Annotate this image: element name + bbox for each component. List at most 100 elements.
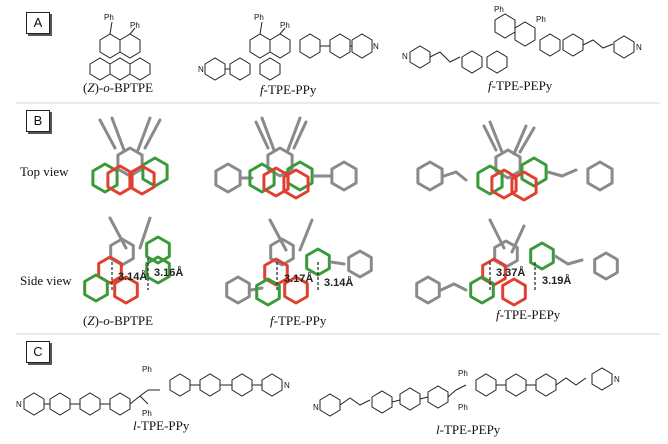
distance-markers	[111, 258, 536, 292]
red-ring	[128, 164, 156, 196]
bond	[260, 116, 276, 152]
phenyl-label: Ph	[104, 13, 114, 22]
molecule-name: (Z)-o-BPTPE	[83, 80, 154, 95]
bond	[329, 260, 346, 266]
red-ring	[113, 275, 139, 305]
distance-label: 3.19Å	[542, 274, 571, 287]
bond	[292, 120, 308, 150]
phenyl-label: Ph	[458, 369, 468, 378]
bond	[136, 116, 152, 152]
bond	[546, 170, 564, 178]
panel-label-c: C	[26, 341, 50, 363]
red-ring	[282, 168, 310, 200]
green-ring	[91, 162, 119, 194]
green-ring	[145, 255, 171, 285]
phenyl-label: Ph	[280, 21, 290, 30]
ring	[269, 237, 295, 267]
row-label-side-view: Side view	[20, 273, 72, 288]
green-ring	[529, 241, 555, 271]
bond	[482, 124, 498, 152]
phenyl-label: Ph	[130, 21, 140, 30]
phenyl-label: Ph	[536, 15, 546, 24]
ring	[593, 251, 619, 281]
structure-l-tpe-ppy	[23, 373, 283, 416]
bond	[286, 116, 302, 152]
red-ring	[510, 170, 538, 202]
ring	[493, 239, 519, 269]
bond	[488, 120, 504, 154]
structure-f-tpe-ppy	[204, 21, 373, 81]
structure-z-o-bptpe	[89, 21, 151, 81]
red-ring	[501, 277, 527, 307]
green-ring	[286, 160, 314, 192]
row-label-top-view: Top view	[20, 164, 69, 179]
red-ring	[97, 255, 123, 285]
nitrogen-label: N	[402, 52, 408, 61]
distance-label: 3.14Å	[324, 276, 353, 289]
bond	[110, 116, 126, 152]
distance-label: 3.17Å	[284, 272, 313, 285]
bond	[553, 254, 570, 266]
bond	[108, 216, 128, 250]
molecule-name: f-TPE-PPy	[270, 313, 327, 328]
bond	[560, 168, 578, 178]
top-view-models	[91, 116, 614, 202]
nitrogen-label: N	[614, 375, 620, 384]
structure-l-tpe-pepy	[319, 367, 613, 417]
molecule-name: f-TPE-PEPy	[496, 307, 561, 322]
bond	[439, 282, 456, 292]
nitrogen-label: N	[198, 65, 204, 74]
bond	[268, 218, 288, 252]
distance-label: 3.14Å	[118, 270, 147, 283]
bond	[143, 118, 162, 150]
ring	[494, 148, 522, 180]
bond	[566, 258, 584, 266]
green-ring	[248, 162, 276, 194]
molecule-name: l-TPE-PEPy	[436, 422, 501, 437]
nitrogen-label: N	[636, 43, 642, 52]
ring	[214, 162, 242, 194]
bond	[442, 170, 458, 178]
nitrogen-label: N	[284, 381, 290, 390]
red-ring	[283, 275, 309, 305]
phenyl-label: Ph	[494, 5, 504, 14]
bond	[138, 216, 152, 250]
ring	[586, 160, 614, 192]
structure-f-tpe-pepy	[409, 13, 635, 74]
bond	[510, 224, 526, 254]
phenyl-label: Ph	[142, 409, 152, 418]
nitrogen-label: N	[373, 42, 379, 51]
nitrogen-label: N	[16, 400, 22, 409]
bond	[298, 218, 314, 252]
green-ring	[520, 156, 548, 188]
bond	[98, 118, 117, 150]
distance-label: 3.37Å	[496, 266, 525, 279]
ring	[266, 146, 294, 178]
molecule-name: f-TPE-PEPy	[488, 78, 553, 93]
green-ring	[83, 273, 109, 303]
ring	[330, 160, 358, 192]
bond	[454, 170, 468, 182]
distance-label: 3.16Å	[154, 266, 183, 279]
bond	[452, 282, 468, 292]
bond	[254, 120, 270, 150]
ring	[416, 160, 444, 192]
phenyl-label: Ph	[254, 13, 264, 22]
bond	[512, 124, 528, 156]
green-ring	[145, 235, 171, 265]
green-ring	[469, 275, 495, 305]
molecule-name: l-TPE-PPy	[133, 418, 190, 433]
ring	[225, 275, 251, 305]
phenyl-label: Ph	[142, 365, 152, 374]
molecule-name: f-TPE-PPy	[260, 82, 317, 97]
ring	[415, 275, 441, 305]
panel-label-b: B	[26, 110, 50, 132]
molecule-name: (Z)-o-BPTPE	[83, 313, 154, 328]
bond	[518, 126, 536, 154]
ring	[347, 249, 373, 279]
phenyl-label: Ph	[458, 403, 468, 412]
side-view-models	[83, 216, 619, 307]
panel-label-a: A	[26, 12, 50, 34]
